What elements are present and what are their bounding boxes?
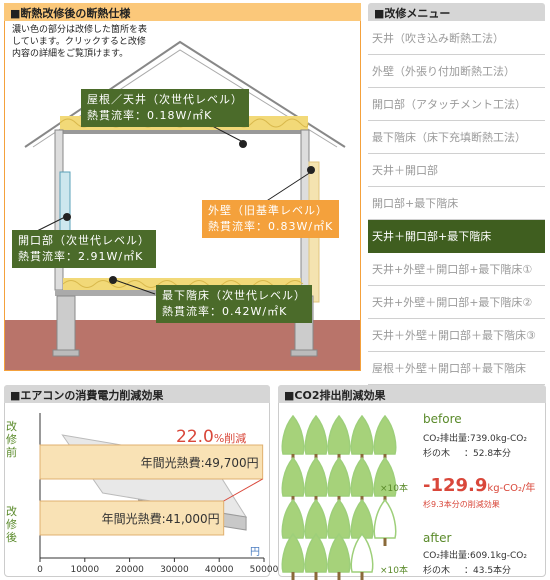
roof-outline	[24, 40, 346, 148]
reduction-percent: 22.0%削減	[176, 427, 246, 447]
wall-spec-label[interactable]: 外壁（旧基準レベル） 熱貫流率：0.83W/㎡K	[202, 200, 340, 238]
co2-reduction-value: -129.9	[423, 475, 488, 496]
co2-reduction-note: 杉9.3本分の削減効果	[423, 500, 500, 509]
after-heading: after	[423, 531, 452, 545]
menu-item[interactable]: 天井+外壁＋開口部+最下階床①	[368, 253, 545, 286]
roof-spec-line2: 熱貫流率：0.18W/㎡K	[87, 109, 213, 122]
floor-spec-line2: 熱貫流率：0.42W/㎡K	[162, 305, 288, 318]
co2-panel-title: ■CO2排出削減効果	[278, 385, 546, 403]
cedar-tree-icon	[350, 456, 374, 504]
menu-item[interactable]: 開口部+最下階床	[368, 187, 545, 220]
roof-spec-line1: 屋根／天井（次世代レベル）	[87, 93, 243, 106]
insulation-description: 濃い色の部分は改修した箇所を表 しています。クリックすると改修 内容の詳細をご覧…	[12, 24, 172, 60]
x-tick-label: 20000	[115, 565, 144, 575]
description-line: 濃い色の部分は改修した箇所を表	[12, 25, 148, 35]
x-unit-label: 円	[250, 547, 260, 558]
floor-spec-line1: 最下階床（次世代レベル）	[162, 289, 306, 302]
cedar-tree-icon	[373, 414, 397, 462]
reduction-value: 22.0	[176, 427, 214, 447]
before-axis-label: 改修前	[6, 420, 17, 459]
description-line: 内容の詳細をご覧頂けます。	[12, 49, 129, 59]
cedar-tree-icon	[350, 414, 374, 462]
before-emission: CO₂排出量:739.0kg-CO₂	[423, 434, 527, 444]
cedar-tree-icon	[281, 414, 305, 462]
menu-item[interactable]: 天井＋外壁＋開口部＋最下階床③	[368, 319, 545, 352]
description-line: しています。クリックすると改修	[12, 37, 146, 47]
menu-item[interactable]: 天井＋開口部+最下階床	[368, 220, 545, 253]
foundation-left	[56, 295, 76, 353]
x-tick-label: 10000	[70, 565, 99, 575]
cedar-tree-icon	[304, 414, 328, 462]
x-tick-label: 0	[37, 565, 43, 575]
cedar-tree-icon	[304, 456, 328, 504]
tree-multiplier-top: ×10本	[380, 484, 408, 494]
cedar-tree-icon	[281, 456, 305, 504]
menu-item[interactable]: 天井（吹き込み断熱工法）	[368, 22, 545, 55]
wall-spec-line1: 外壁（旧基準レベル）	[208, 204, 328, 217]
x-tick-label: 50000	[250, 565, 279, 575]
reduction-pointer	[223, 478, 263, 502]
menu-title: ■改修メニュー	[368, 3, 545, 21]
cedar-tree-icon	[373, 498, 397, 546]
after-emission: CO₂排出量:609.1kg-CO₂	[423, 551, 527, 561]
menu-item[interactable]: 開口部（アタッチメント工法）	[368, 88, 545, 121]
menu-item[interactable]: 最下階床（床下充填断熱工法）	[368, 121, 545, 154]
co2-reduction-unit: kg-CO₂/年	[487, 483, 536, 494]
reduction-unit: %削減	[213, 432, 247, 445]
menu-item[interactable]: 天井+外壁＋開口部+最下階床②	[368, 286, 545, 319]
menu-item[interactable]: 天井＋開口部	[368, 154, 545, 187]
co2-reduction: -129.9kg-CO₂/年	[423, 475, 535, 496]
cedar-tree-icon	[281, 532, 305, 580]
cedar-tree-icon	[327, 414, 351, 462]
roof-spec-label[interactable]: 屋根／天井（次世代レベル） 熱貫流率：0.18W/㎡K	[81, 89, 249, 127]
floor-spec-label[interactable]: 最下階床（次世代レベル） 熱貫流率：0.42W/㎡K	[156, 285, 312, 323]
x-tick-label: 30000	[160, 565, 189, 575]
x-tick-label: 40000	[205, 565, 234, 575]
menu-item[interactable]: 外壁（外張り付加断熱工法）	[368, 55, 545, 88]
after-axis-label: 改修後	[6, 505, 17, 544]
cedar-tree-icon	[350, 532, 374, 580]
bar-data-label: 年間光熱費:49,700円	[141, 455, 259, 470]
aircon-panel-title: ■エアコンの消費電力削減効果	[4, 385, 270, 403]
bar	[39, 500, 225, 536]
opening-spec-label[interactable]: 開口部（次世代レベル） 熱貫流率：2.91W/㎡K	[12, 230, 156, 268]
opening-spec-line1: 開口部（次世代レベル）	[18, 234, 150, 247]
bar	[39, 444, 264, 480]
after-trees: 杉の木：43.5本分	[423, 566, 512, 576]
insulation-panel-title: ■断熱改修後の断熱仕様	[4, 3, 361, 21]
cedar-tree-icon	[304, 532, 328, 580]
wall-spec-line2: 熱貫流率：0.83W/㎡K	[208, 220, 334, 233]
opening-spec-line2: 熱貫流率：2.91W/㎡K	[18, 250, 144, 263]
before-trees: 杉の木：52.8本分	[423, 449, 512, 459]
cedar-tree-icon	[327, 532, 351, 580]
tree-multiplier-bottom: ×10本	[380, 566, 408, 576]
menu-item[interactable]: 屋根＋外壁＋開口部＋最下階床	[368, 352, 545, 385]
cedar-tree-icon	[327, 456, 351, 504]
bar-data-label: 年間光熱費:41,000円	[102, 511, 220, 526]
tree-grid	[281, 414, 397, 580]
before-heading: before	[423, 412, 462, 426]
